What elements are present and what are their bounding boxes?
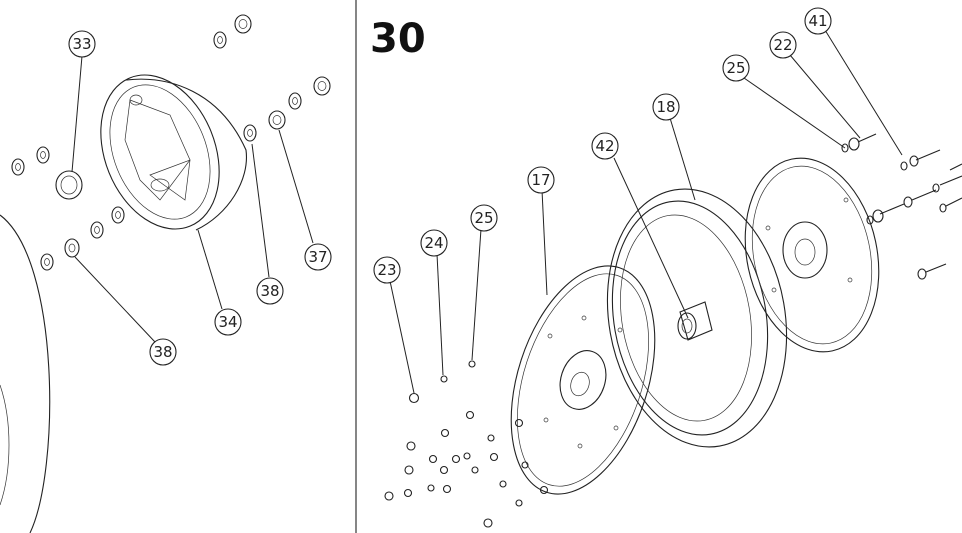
callout-17: 17 bbox=[527, 166, 555, 194]
svg-text:25: 25 bbox=[726, 59, 745, 77]
svg-text:38: 38 bbox=[153, 343, 172, 361]
svg-text:34: 34 bbox=[218, 313, 237, 331]
callout-33: 33 bbox=[68, 30, 96, 58]
svg-text:24: 24 bbox=[424, 234, 443, 252]
hardware-left bbox=[11, 146, 125, 271]
cone-hub bbox=[100, 74, 248, 231]
tire-18 bbox=[606, 188, 788, 448]
small-hardware-scatter bbox=[384, 360, 549, 528]
callout-37: 37 bbox=[304, 243, 332, 271]
figure-number: 30 bbox=[370, 16, 426, 62]
right-panel: 30 bbox=[370, 7, 962, 528]
callout-23: 23 bbox=[373, 256, 401, 284]
svg-text:23: 23 bbox=[377, 261, 396, 279]
callout-41: 41 bbox=[804, 7, 832, 35]
svg-text:17: 17 bbox=[531, 171, 550, 189]
svg-text:42: 42 bbox=[595, 137, 614, 155]
callout-42: 42 bbox=[591, 132, 619, 160]
left-panel: 33 34 37 38 38 bbox=[0, 14, 332, 533]
svg-text:18: 18 bbox=[656, 98, 675, 116]
callout-34: 34 bbox=[214, 308, 242, 336]
callout-22: 22 bbox=[769, 31, 797, 59]
svg-text:41: 41 bbox=[808, 12, 827, 30]
callout-24: 24 bbox=[420, 229, 448, 257]
svg-text:22: 22 bbox=[773, 36, 792, 54]
hardware-upper bbox=[213, 14, 331, 142]
callout-38-lower: 38 bbox=[149, 338, 177, 366]
callout-25-upper: 25 bbox=[722, 54, 750, 82]
bolts-right bbox=[841, 133, 962, 280]
svg-text:25: 25 bbox=[474, 209, 493, 227]
bushing-42 bbox=[677, 301, 713, 341]
tire-arc-inner bbox=[0, 384, 10, 506]
svg-text:38: 38 bbox=[260, 282, 279, 300]
svg-text:33: 33 bbox=[72, 35, 91, 53]
callout-25-lower: 25 bbox=[470, 204, 498, 232]
rim-half-17 bbox=[510, 265, 656, 495]
tire-arc-outer bbox=[0, 214, 51, 533]
svg-text:37: 37 bbox=[308, 248, 327, 266]
rim-half-right bbox=[744, 157, 880, 353]
callout-18: 18 bbox=[652, 93, 680, 121]
callout-38-upper: 38 bbox=[256, 277, 284, 305]
